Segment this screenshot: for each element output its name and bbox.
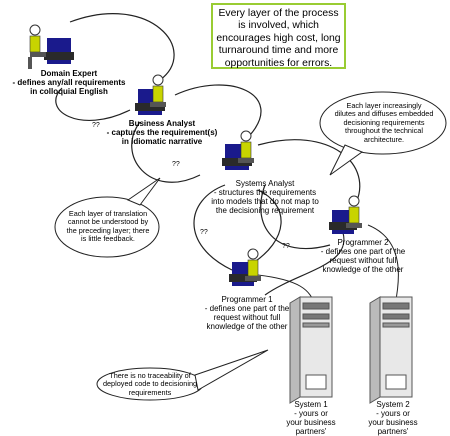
programmer1-desc: - defines one part of the bbox=[204, 304, 290, 313]
programmer2-desc: knowledge of the other bbox=[322, 265, 404, 274]
programmer2-title: Programmer 2 bbox=[337, 238, 389, 247]
note-line: throughout the technical bbox=[345, 126, 423, 136]
dilutes-note: Each layer increasingly dilutes and diff… bbox=[324, 101, 444, 144]
system1-title: System 1 bbox=[294, 400, 328, 409]
system2-title: System 2 bbox=[376, 400, 410, 409]
programmer2-label: Programmer 2 - defines one part of the r… bbox=[308, 238, 418, 274]
domain-expert-desc: in colloquial English bbox=[30, 87, 108, 96]
domain-expert-figure bbox=[28, 24, 74, 69]
handoff-arc-p1-to-p2-loop bbox=[264, 224, 345, 296]
note-line: architecture. bbox=[363, 134, 405, 144]
feedback-arc-p1-to-sa bbox=[249, 189, 282, 266]
programmer2-desc: - defines one part of the bbox=[320, 247, 406, 256]
systems-analyst-label: Systems Analyst - structures the require… bbox=[190, 179, 340, 215]
note-line: requirements bbox=[128, 387, 172, 397]
programmer1-desc: knowledge of the other bbox=[206, 322, 288, 331]
programmer2-figure bbox=[329, 195, 362, 234]
note-line: Each layer of translation bbox=[68, 209, 148, 218]
key-message-callout: Every layer of the process is involved, … bbox=[211, 3, 346, 69]
domain-expert-title: Domain Expert bbox=[40, 69, 98, 78]
system1-desc: partners' bbox=[295, 427, 327, 436]
feedback-arc-p2-to-sa bbox=[260, 184, 331, 250]
system2-label: System 2 - yours or your business partne… bbox=[354, 400, 432, 436]
programmer1-title: Programmer 1 bbox=[221, 295, 273, 304]
handoff-arc-expert-to-ba bbox=[69, 13, 175, 81]
programmer2-desc: request without full bbox=[329, 256, 397, 265]
system2-desc: partners' bbox=[377, 427, 409, 436]
note-line: cannot be understood by bbox=[67, 217, 149, 227]
systems-analyst-desc: the decisioning requirement bbox=[215, 206, 315, 215]
system1-desc: your business bbox=[286, 418, 336, 427]
programmer1-desc: request without full bbox=[213, 313, 281, 322]
feedback-marker: ?? bbox=[282, 243, 290, 250]
server-system2 bbox=[369, 296, 413, 404]
business-analyst-title: Business Analyst bbox=[128, 119, 196, 128]
note-line: Each layer increasingly bbox=[346, 101, 422, 110]
server-system1 bbox=[289, 296, 333, 404]
note-line: is little feedback. bbox=[81, 234, 135, 244]
note-line: There is no traceability of bbox=[109, 371, 191, 380]
systems-analyst-title: Systems Analyst bbox=[235, 179, 295, 188]
system1-label: System 1 - yours or your business partne… bbox=[272, 400, 350, 436]
feedback-arc-sa-to-ba bbox=[131, 121, 201, 183]
feedback-marker: ?? bbox=[200, 229, 208, 236]
feedback-arc-ba-to-expert bbox=[55, 87, 131, 121]
business-analyst-figure bbox=[135, 74, 166, 115]
system1-desc: - yours or bbox=[294, 409, 328, 418]
business-analyst-desc: in idiomatic narrative bbox=[121, 137, 203, 146]
programmer1-figure bbox=[229, 248, 261, 286]
domain-expert-label: Domain Expert - defines any/all requirem… bbox=[4, 69, 134, 96]
note-line: decisioning requirements bbox=[343, 117, 425, 127]
business-analyst-desc: - captures the requirement(s) bbox=[106, 128, 218, 137]
domain-expert-desc: - defines any/all requirements bbox=[12, 78, 126, 87]
business-analyst-label: Business Analyst - captures the requirem… bbox=[98, 119, 226, 146]
traceability-note: There is no traceability of deployed cod… bbox=[100, 371, 200, 397]
feedback-marker: ?? bbox=[172, 161, 180, 168]
feedback-marker: ?? bbox=[92, 122, 100, 129]
note-line: dilutes and diffuses embedded bbox=[334, 109, 434, 119]
systems-analyst-figure bbox=[222, 130, 254, 170]
systems-analyst-desc: into models that do not map to bbox=[211, 197, 319, 206]
systems-analyst-desc: - structures the requirements bbox=[213, 188, 317, 197]
translation-note: Each layer of translation cannot be unde… bbox=[60, 209, 156, 244]
note-line: deployed code to decisioning bbox=[102, 379, 198, 389]
note-bubble-translation bbox=[54, 196, 160, 258]
system2-desc: - yours or bbox=[376, 409, 410, 418]
note-line: the preceding layer; there bbox=[66, 225, 150, 235]
system2-desc: your business bbox=[368, 418, 418, 427]
note-bubble-dilutes bbox=[319, 91, 447, 155]
programmer1-label: Programmer 1 - defines one part of the r… bbox=[192, 295, 302, 331]
handoff-arc-sa-to-p1 bbox=[193, 184, 233, 271]
handoff-arc-ba-to-sa bbox=[174, 84, 262, 136]
